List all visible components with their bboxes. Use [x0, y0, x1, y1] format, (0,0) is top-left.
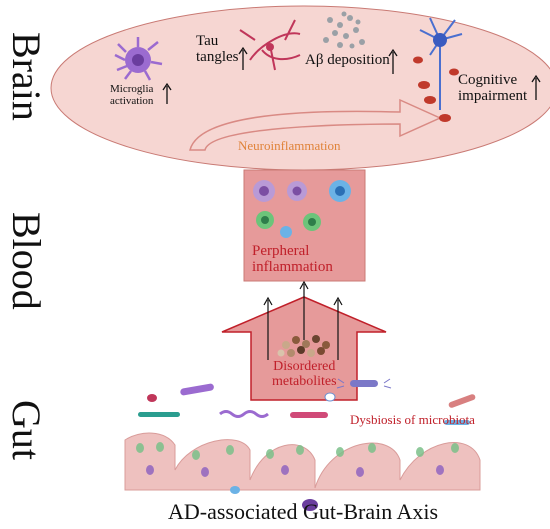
abeta-dots-icon	[323, 11, 365, 49]
metabolite-arrows	[263, 280, 343, 360]
gut-lining	[124, 432, 481, 511]
microglia-icon	[114, 37, 163, 81]
figure-caption: AD-associated Gut-Brain Axis	[168, 499, 439, 524]
tau-tangle-icon	[239, 19, 301, 71]
peripheral-inflammation-label: Perpheral inflammation	[252, 243, 333, 275]
abeta-label: Aβ deposition	[305, 52, 390, 68]
neuron-icon	[413, 17, 463, 122]
metabolites-icon	[277, 335, 330, 357]
cognitive-label: Cognitive impairment	[458, 72, 528, 104]
blood-cells-icon	[253, 180, 351, 238]
tau-label: Tau tangles	[196, 33, 239, 65]
microbiota-icon	[138, 378, 476, 425]
metabolites-label: Disordered metabolites	[272, 359, 337, 389]
microglia-label: Microglia activation	[110, 83, 154, 107]
neuroinflammation-label: Neuroinflammation	[238, 138, 341, 153]
dysbiosis-label: Dysbiosis of microbiota	[350, 412, 475, 427]
